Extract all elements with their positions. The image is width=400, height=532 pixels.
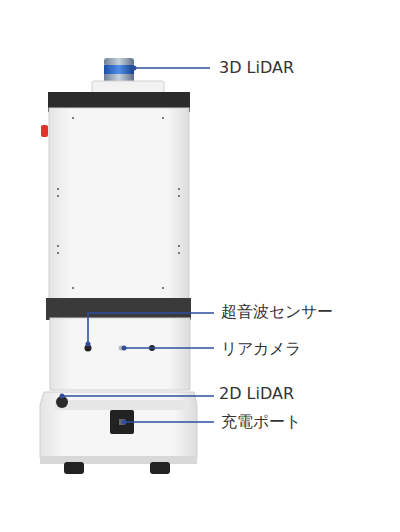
callout-label: 2D LiDAR <box>218 384 295 404</box>
callout-label: リアカメラ <box>220 339 302 359</box>
base <box>40 392 197 458</box>
lower-body <box>50 318 190 390</box>
base-recess <box>55 400 185 410</box>
leader-dots <box>60 66 137 425</box>
lidar-cap <box>104 58 134 66</box>
deck-plate <box>46 298 191 320</box>
lidar-window <box>104 65 134 75</box>
callout-label: 充電ポート <box>220 412 302 432</box>
leader-lines <box>62 68 214 422</box>
wheel <box>64 462 84 474</box>
wheel <box>150 462 170 474</box>
callout-label: 超音波センサー <box>220 302 334 322</box>
base-bottom <box>40 456 197 464</box>
screws <box>57 117 180 289</box>
upper-body <box>49 108 189 300</box>
callout-label: 3D LiDAR <box>218 58 295 78</box>
stop-button <box>41 125 48 137</box>
